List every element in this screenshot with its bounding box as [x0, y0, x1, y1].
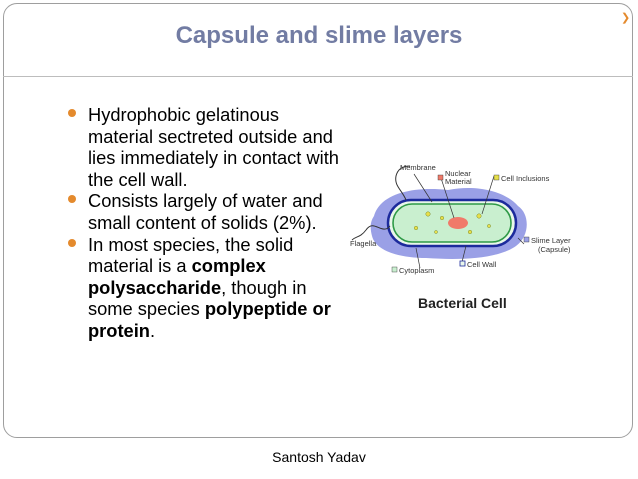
bullet-text-part: , though in some species: [88, 276, 307, 320]
leader-line: [415, 247, 421, 269]
bullet-bold-term: complex polysaccharide: [88, 255, 266, 298]
bullet-text-part: .: [149, 319, 156, 341]
label-nuclear-line1: Nuclear: [445, 169, 471, 178]
label-cell-inclusions: Cell Inclusions: [501, 174, 550, 183]
bullet-text-part: In most species, the solid material is a: [88, 233, 294, 277]
nuclear-legend-swatch: [437, 174, 444, 181]
leader-line: [440, 177, 455, 219]
diagram-caption: Bacterial Cell: [418, 295, 507, 311]
cell-wall-legend-swatch: [459, 260, 466, 267]
bullet-bold-term: polypeptide or protein: [88, 298, 331, 341]
slime-legend-swatch: [523, 236, 530, 243]
cytoplasm-legend-swatch: [391, 266, 398, 273]
slide-title: Capsule and slime layers: [175, 22, 463, 49]
bullet-dot-icon: [68, 238, 76, 247]
title-divider: [3, 76, 633, 77]
bullet-dot-icon: [68, 195, 76, 204]
inclusion-dot: [434, 230, 438, 234]
footer-author: Santosh Yadav: [272, 449, 366, 465]
bullet-item: Consists largely of water and small cont…: [68, 190, 346, 233]
label-membrane: Membrane: [400, 163, 436, 172]
inclusion-dot: [476, 213, 482, 219]
inclusions-legend-swatch: [493, 174, 500, 181]
leader-line: [461, 245, 467, 263]
inclusion-dot: [439, 215, 445, 221]
leader-line: [413, 173, 433, 203]
slide-frame: [3, 3, 633, 438]
inclusion-dot: [425, 211, 431, 217]
leader-line: [517, 237, 525, 245]
inclusion-dot: [467, 229, 473, 235]
bullet-item: In most species, the solid material is a…: [68, 234, 346, 342]
label-cytoplasm: Cytoplasm: [399, 266, 434, 275]
label-cell-wall: Cell Wall: [467, 260, 497, 269]
label-capsule: (Capsule): [538, 245, 571, 254]
label-slime-layer: Slime Layer: [531, 236, 571, 245]
bacterial-cell-diagram: Membrane Nuclear Material Cell Inclusion…: [350, 163, 571, 311]
nuclear-material-shape: [448, 217, 468, 229]
bullet-list: Hydrophobic gelatinous material sectrete…: [68, 104, 346, 342]
bullet-dot-icon: [68, 109, 76, 117]
label-nuclear-line2: Material: [445, 177, 472, 186]
inclusion-dot: [413, 225, 419, 231]
bullet-item: Hydrophobic gelatinous material sectrete…: [68, 104, 346, 190]
flagellum-shape: [351, 225, 391, 241]
flagellum-shape: [395, 165, 411, 201]
inclusion-dot: [487, 224, 491, 228]
leader-line: [481, 175, 495, 215]
bullet-text: Consists largely of water and small cont…: [88, 190, 323, 233]
slide-corner-arrow-icon: ❯: [621, 12, 631, 24]
label-flagella: Flagella: [350, 239, 377, 248]
bullet-text: Hydrophobic gelatinous material sectrete…: [88, 104, 339, 190]
